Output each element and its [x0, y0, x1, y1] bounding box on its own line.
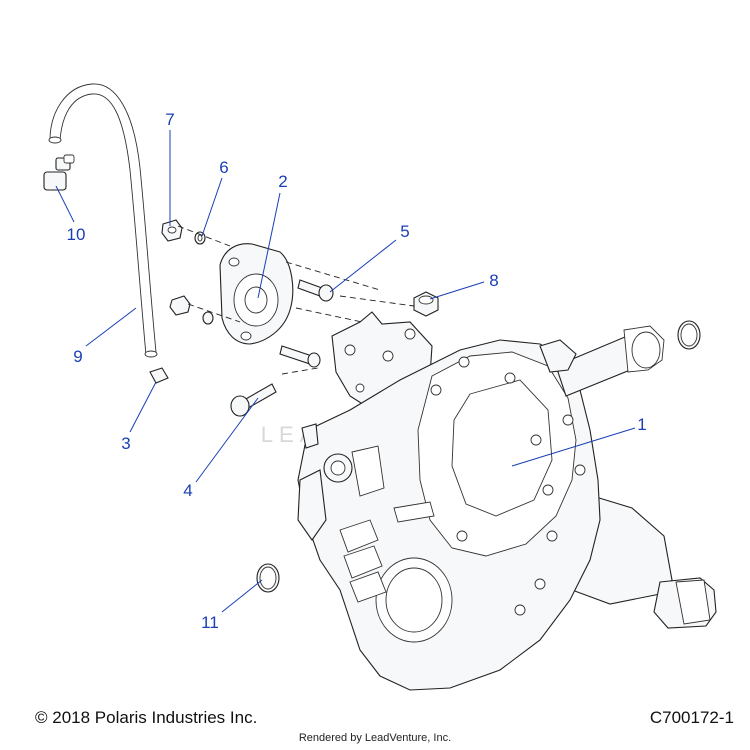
- callout-6[interactable]: 6: [219, 158, 228, 177]
- callout-8[interactable]: 8: [489, 271, 498, 290]
- part-washer: [194, 231, 206, 245]
- part-bolt-lower: [230, 383, 277, 417]
- leader-10: [55, 185, 75, 223]
- callout-2[interactable]: 2: [278, 172, 287, 191]
- callout-numbers: 1 2 3 4 5 6 7 8 9 10 11: [67, 110, 647, 632]
- callout-1[interactable]: 1: [637, 415, 646, 434]
- callout-5[interactable]: 5: [400, 222, 409, 241]
- callout-4[interactable]: 4: [183, 481, 192, 500]
- leader-9: [85, 307, 137, 347]
- part-o-ring-right: [677, 320, 701, 350]
- callout-9[interactable]: 9: [73, 347, 82, 366]
- leader-2: [257, 192, 281, 299]
- copyright-text: © 2018 Polaris Industries Inc.: [35, 708, 258, 727]
- part-transmission-assembly: [297, 311, 717, 691]
- part-nut: [161, 219, 183, 242]
- part-vent-hose: [48, 83, 158, 358]
- callout-10[interactable]: 10: [67, 225, 86, 244]
- callout-3[interactable]: 3: [121, 434, 130, 453]
- part-bolt-upper: [297, 279, 334, 302]
- callout-7[interactable]: 7: [165, 110, 174, 129]
- leader-5: [329, 239, 397, 293]
- part-vent-fitting: [43, 154, 75, 191]
- callout-11[interactable]: 11: [201, 613, 219, 632]
- leader-6: [201, 177, 223, 237]
- leader-4: [195, 397, 259, 483]
- part-plug: [413, 291, 439, 317]
- drawing-id: C700172-1: [649, 708, 734, 727]
- leader-1: [511, 427, 636, 467]
- leader-8: [429, 281, 485, 300]
- part-o-ring-lower: [256, 563, 280, 593]
- part-clip: [149, 367, 169, 384]
- assembly-guide-lines: [177, 225, 415, 375]
- rendered-by-text: Rendered by LeadVenture, Inc.: [298, 732, 452, 744]
- leader-11: [221, 579, 263, 613]
- part-nut-lower: [169, 295, 214, 325]
- leader-lines: [55, 130, 636, 613]
- part-sensor-housing: [219, 243, 294, 345]
- leader-3: [129, 381, 157, 433]
- part-bolt-middle: [279, 345, 321, 368]
